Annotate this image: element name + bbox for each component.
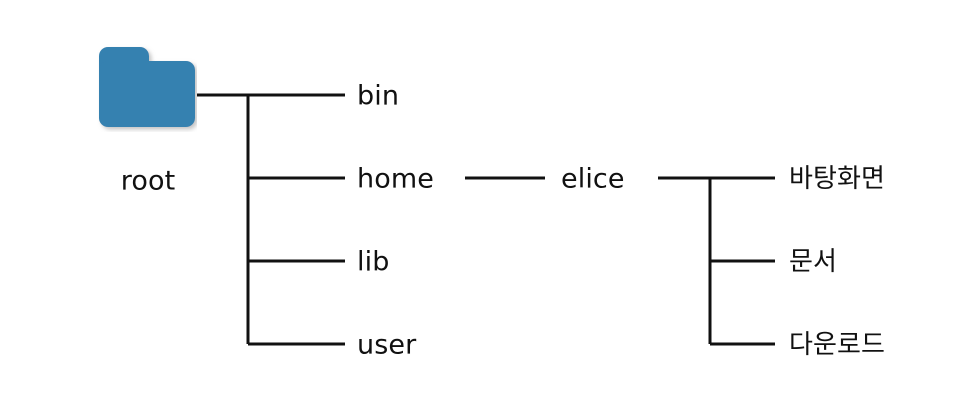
node-label-elice[interactable]: elice [561,163,625,195]
folder-icon[interactable] [97,44,197,132]
node-label-lib[interactable]: lib [357,246,390,278]
node-label-user[interactable]: user [357,329,417,361]
folder-body-shape [99,61,195,127]
node-label-desktop[interactable]: 바탕화면 [789,164,886,194]
node-label-downloads[interactable]: 다운로드 [789,330,886,360]
node-label-documents[interactable]: 문서 [789,247,838,277]
node-label-home[interactable]: home [357,163,434,195]
node-label-root[interactable]: root [120,165,176,197]
node-label-bin[interactable]: bin [357,80,400,112]
